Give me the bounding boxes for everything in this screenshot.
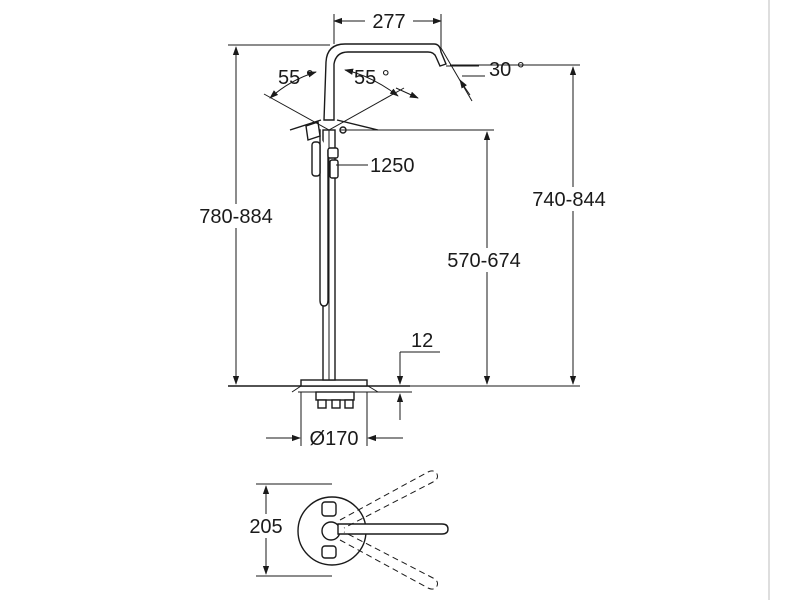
dim-label-hose-length: 1250	[370, 155, 415, 177]
dim-label-spout-angle: 30 °	[489, 59, 525, 81]
dim-label-spout-reach: 277	[372, 11, 405, 33]
elevation-view: 277 30 ° 55 ° 55 ° 1250	[190, 10, 616, 450]
dim-spout-reach	[333, 10, 442, 48]
dim-spout-angle	[440, 47, 485, 102]
base-plate	[300, 379, 368, 387]
dim-label-floor-thickness: 12	[411, 330, 433, 352]
spout	[323, 43, 447, 121]
dim-lever-angle-left	[263, 71, 330, 131]
plan-handshower	[321, 501, 337, 517]
handshower	[305, 121, 339, 307]
plan-lever-rotation	[339, 470, 438, 590]
dim-label-plan-depth: 205	[249, 516, 282, 538]
dim-label-handshower-height: 570-674	[447, 250, 520, 272]
dim-label-base-diameter: Ø170	[310, 428, 359, 450]
dim-label-total-height: 780-884	[199, 206, 272, 228]
plan-view: 205	[244, 470, 449, 590]
dim-plan-depth	[244, 483, 332, 577]
dim-label-lever-angle-left: 55 °	[278, 67, 314, 89]
dim-handshower-height	[340, 129, 532, 385]
dim-floor-thickness	[380, 351, 440, 420]
dim-label-lever-angle-right: 55 °	[354, 67, 390, 89]
floor-fitting	[291, 385, 379, 409]
plan-lever	[337, 523, 449, 535]
dim-base-diameter	[266, 392, 403, 446]
dim-label-outlet-height: 740-844	[532, 189, 605, 211]
dim-outlet-height	[390, 64, 616, 387]
dim-lever-angle-right	[328, 68, 419, 131]
dim-total-height	[190, 44, 330, 385]
